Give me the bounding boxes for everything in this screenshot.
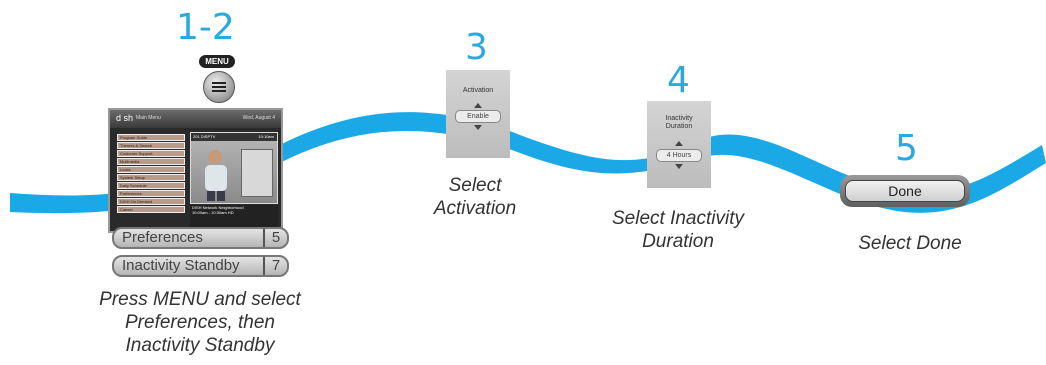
tv-menu-item[interactable]: Preferences: [117, 190, 185, 197]
up-arrow-icon[interactable]: [474, 103, 482, 108]
down-arrow-icon[interactable]: [474, 125, 482, 130]
tv-menu-item[interactable]: Cancel: [117, 206, 185, 213]
preview-backdrop-panel: [241, 149, 273, 197]
tv-preview-window: 201 DISPTV 10:10am: [190, 132, 278, 204]
caption-line: Preferences, then: [125, 312, 275, 333]
caption-line: Activation: [433, 198, 517, 219]
caption-line: Press MENU and select: [99, 289, 301, 310]
duration-label-line: Inactivity: [665, 115, 693, 122]
up-arrow-icon[interactable]: [675, 141, 683, 146]
tv-menu-title: Main Menu: [136, 115, 161, 121]
tv-menu-list: Program Guide Themes & Search Customer S…: [117, 134, 185, 214]
tv-menu-item[interactable]: DISH On Demand: [117, 198, 185, 205]
done-button[interactable]: Done: [840, 175, 970, 207]
caption-line: Duration: [642, 231, 714, 252]
step-number-5: 5: [895, 128, 918, 169]
down-arrow-icon[interactable]: [675, 164, 683, 169]
tv-date: Wed, August 4: [242, 115, 275, 121]
step-1-2-caption: Press MENU and select Preferences, then …: [60, 288, 340, 357]
activation-panel: Activation Enable: [446, 70, 510, 158]
tv-menu-item[interactable]: Daily Schedule: [117, 182, 185, 189]
activation-value-field[interactable]: Enable: [455, 110, 501, 123]
step-number-4: 4: [667, 60, 690, 101]
activation-label: Activation: [462, 87, 494, 94]
presenter-image: [205, 150, 227, 201]
step-number-3: 3: [465, 27, 488, 68]
tv-preview-caption-line: DISH Network Neighborhood: [192, 205, 244, 210]
tv-menu-item[interactable]: Themes & Search: [117, 142, 185, 149]
tv-menu-item[interactable]: Customer Support: [117, 150, 185, 157]
tv-preview-header: 201 DISPTV 10:10am: [191, 133, 277, 141]
caption-line: Select Inactivity: [612, 208, 744, 229]
caption-line: Select Done: [858, 233, 962, 254]
tv-main-menu-screen: d sh Main Menu Wed, August 4 Program Gui…: [108, 108, 283, 233]
tv-header: d sh Main Menu Wed, August 4: [110, 110, 281, 128]
step-number-1-2: 1-2: [176, 7, 235, 48]
tv-menu-item[interactable]: System Setup: [117, 174, 185, 181]
step-4-caption: Select Inactivity Duration: [588, 207, 768, 253]
menu-label-badge: MENU: [199, 55, 235, 68]
duration-label: Inactivity Duration: [647, 115, 711, 131]
step-5-caption: Select Done: [830, 232, 990, 255]
inactivity-standby-option-label: Inactivity Standby: [122, 257, 240, 274]
tv-preview-time: 10:10am: [258, 134, 274, 139]
tv-preview-channel: 201 DISPTV: [193, 134, 216, 139]
menu-button[interactable]: [203, 71, 235, 103]
caption-line: Select: [448, 175, 502, 196]
duration-value-field[interactable]: 4 Hours: [656, 149, 702, 162]
tv-menu-item[interactable]: Program Guide: [117, 134, 185, 141]
inactivity-standby-option[interactable]: Inactivity Standby 7: [112, 255, 289, 277]
inactivity-standby-option-number: 7: [263, 257, 287, 275]
preferences-option-label: Preferences: [122, 229, 203, 246]
done-button-label: Done: [845, 180, 965, 202]
duration-label-line: Duration: [665, 123, 693, 130]
hamburger-menu-icon: [212, 82, 226, 92]
tv-preview-caption: DISH Network Neighborhood 10:00am - 10:3…: [190, 205, 278, 227]
preferences-option[interactable]: Preferences 5: [112, 227, 289, 249]
tv-preview-caption-line: 10:00am - 10:30am HD: [192, 210, 234, 215]
preferences-option-number: 5: [263, 229, 287, 247]
dish-logo: d sh: [116, 113, 134, 123]
tv-menu-item[interactable]: Multimedia: [117, 158, 185, 165]
step-3-caption: Select Activation: [410, 174, 540, 220]
tv-menu-item[interactable]: Locks: [117, 166, 185, 173]
inactivity-duration-panel: Inactivity Duration 4 Hours: [647, 101, 711, 188]
caption-line: Inactivity Standby: [125, 335, 275, 356]
